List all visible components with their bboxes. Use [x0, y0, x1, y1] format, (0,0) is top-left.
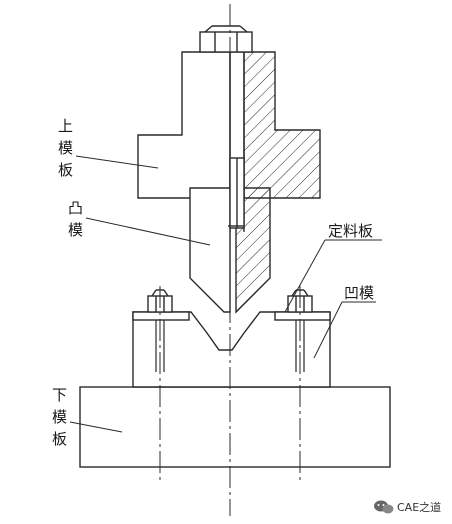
- leader-die: [313, 301, 343, 359]
- svg-text:CAE之道: CAE之道: [397, 500, 441, 514]
- upper-die-plate-section: [243, 51, 321, 199]
- label-positioning-plate: 定料板: [328, 222, 373, 240]
- svg-text:板: 板: [52, 430, 67, 448]
- wechat-icon: [374, 500, 394, 514]
- svg-text:模: 模: [52, 408, 67, 426]
- upper-die-plate: [137, 51, 231, 199]
- label-die: 凹模: [344, 284, 374, 302]
- leader-positioning-plate: [284, 239, 326, 313]
- leader-punch: [85, 217, 211, 246]
- positioning-plate-left: [132, 311, 190, 321]
- svg-text:凸: 凸: [68, 199, 83, 217]
- svg-text:下: 下: [52, 386, 67, 404]
- label-upper-plate: 上 模 板: [58, 117, 73, 179]
- svg-text:上: 上: [58, 117, 73, 135]
- label-punch: 凸 模: [68, 199, 83, 239]
- die-block: [132, 311, 331, 388]
- svg-text:模: 模: [68, 221, 83, 239]
- leader-upper-plate: [75, 155, 159, 169]
- leader-lower-plate: [69, 421, 123, 433]
- svg-text:模: 模: [58, 139, 73, 157]
- svg-text:板: 板: [58, 161, 73, 179]
- lower-die-plate: [79, 386, 391, 468]
- top-bolt: [199, 25, 253, 53]
- watermark: CAE之道: [374, 500, 441, 514]
- positioning-plate-right: [274, 311, 331, 321]
- punch-left: [189, 187, 231, 313]
- label-lower-plate: 下 模 板: [52, 386, 67, 448]
